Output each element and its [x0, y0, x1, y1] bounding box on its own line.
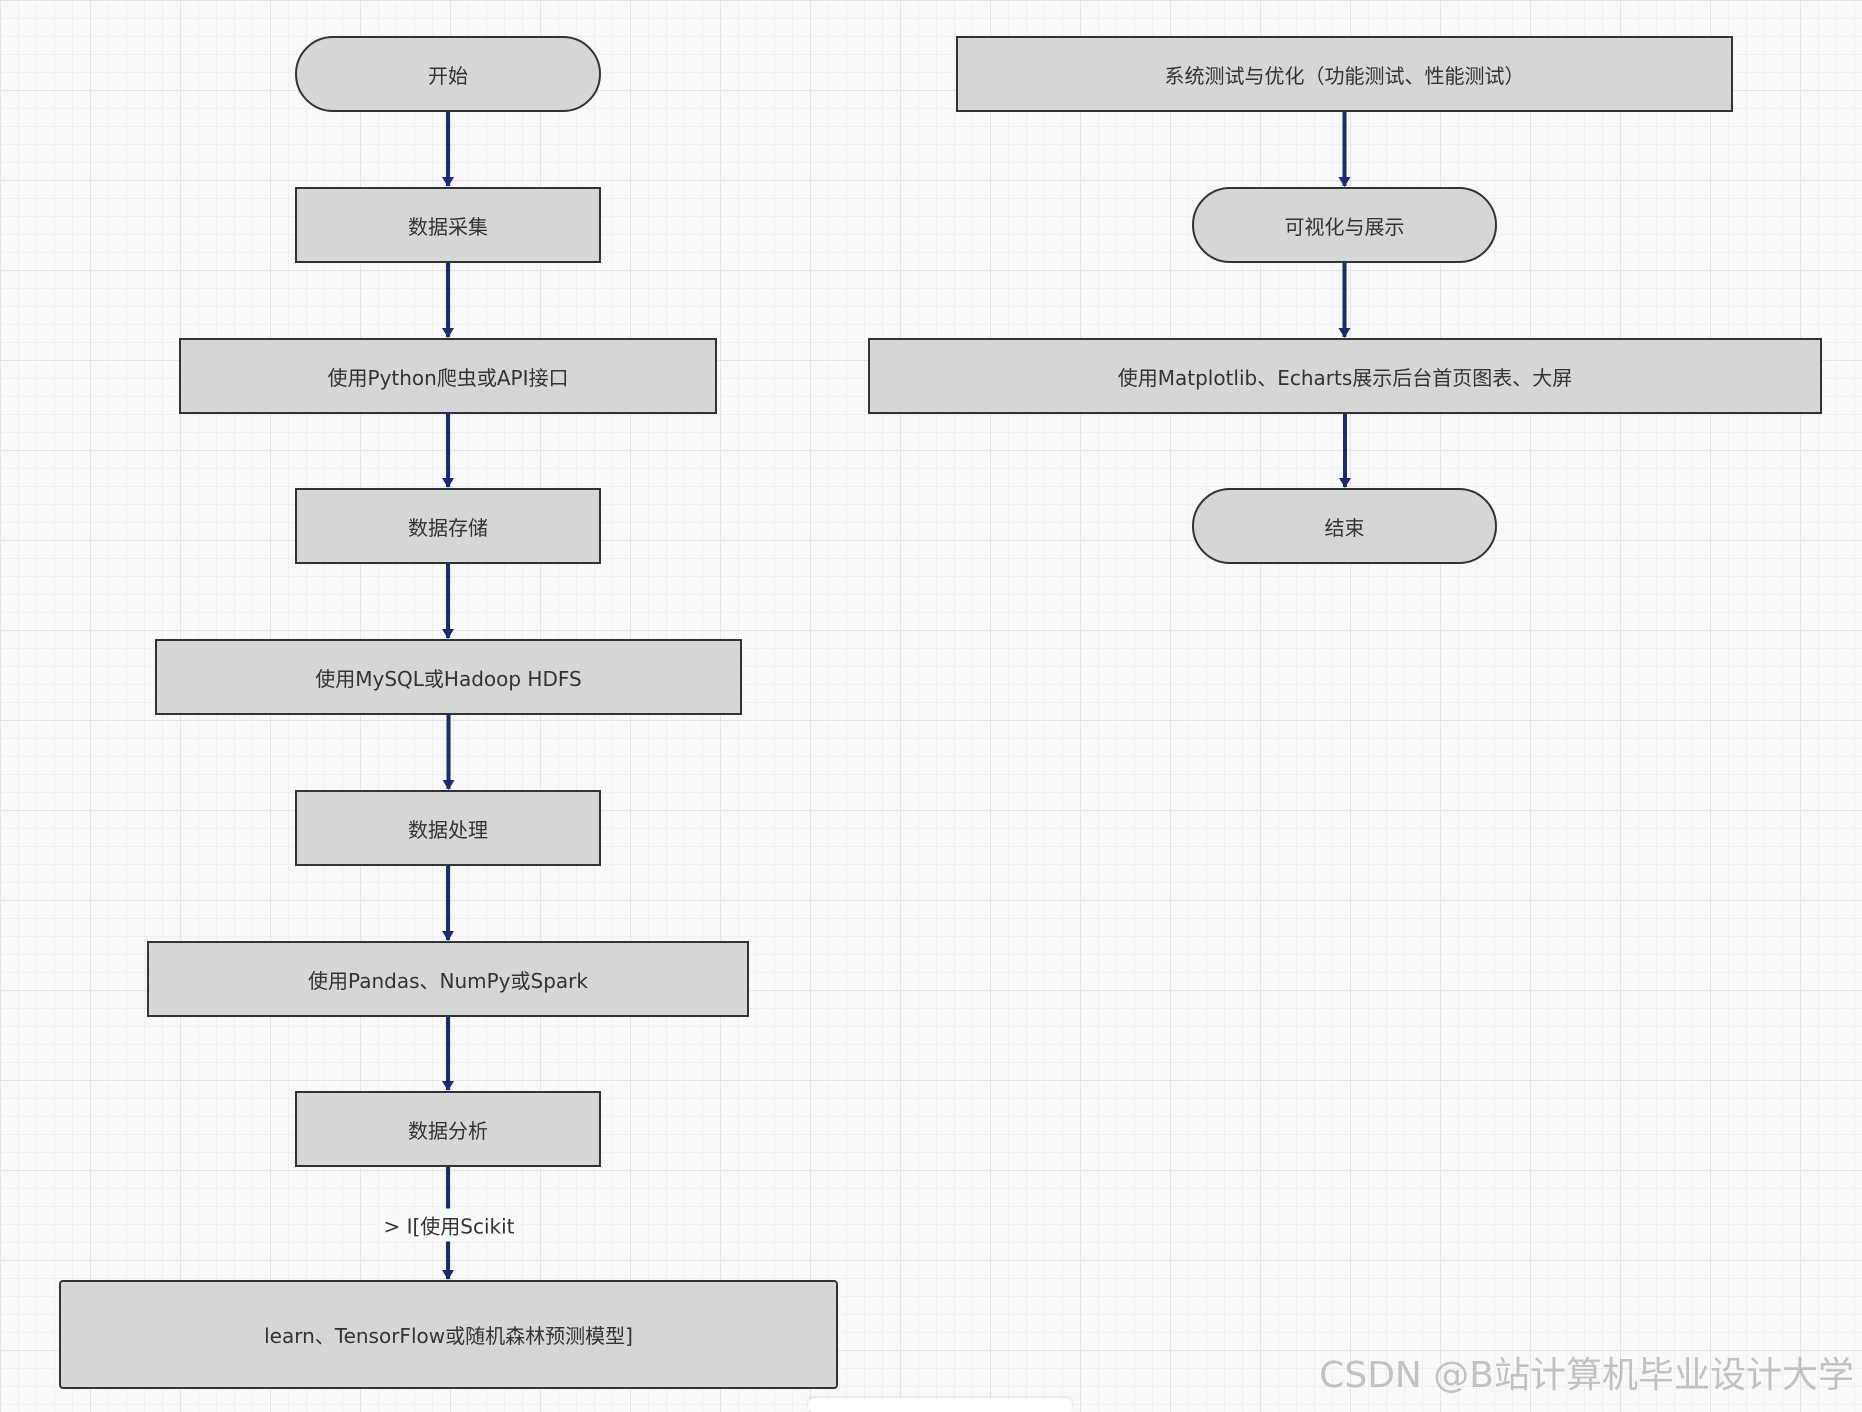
node-collect: 数据采集	[295, 187, 601, 263]
node-start: 开始	[295, 36, 601, 112]
node-collect-tool: 使用Python爬虫或API接口	[179, 338, 717, 414]
watermark: CSDN @B站计算机毕业设计大学	[1319, 1355, 1854, 1396]
node-analyze: 数据分析	[295, 1091, 601, 1167]
node-end: 结束	[1192, 488, 1497, 564]
node-test: 系统测试与优化（功能测试、性能测试）	[956, 36, 1733, 112]
node-store-tool: 使用MySQL或Hadoop HDFS	[155, 639, 742, 715]
node-visual: 可视化与展示	[1192, 187, 1497, 263]
node-model: learn、TensorFlow或随机森林预测模型]	[59, 1280, 838, 1389]
node-visual-tool: 使用Matplotlib、Echarts展示后台首页图表、大屏	[868, 338, 1822, 414]
edge-label-analyze-model: > I[使用Scikit	[379, 1208, 519, 1242]
node-process: 数据处理	[295, 790, 601, 866]
node-process-tool: 使用Pandas、NumPy或Spark	[147, 941, 749, 1017]
bottom-panel-tab[interactable]	[808, 1398, 1072, 1412]
node-store: 数据存储	[295, 488, 601, 564]
